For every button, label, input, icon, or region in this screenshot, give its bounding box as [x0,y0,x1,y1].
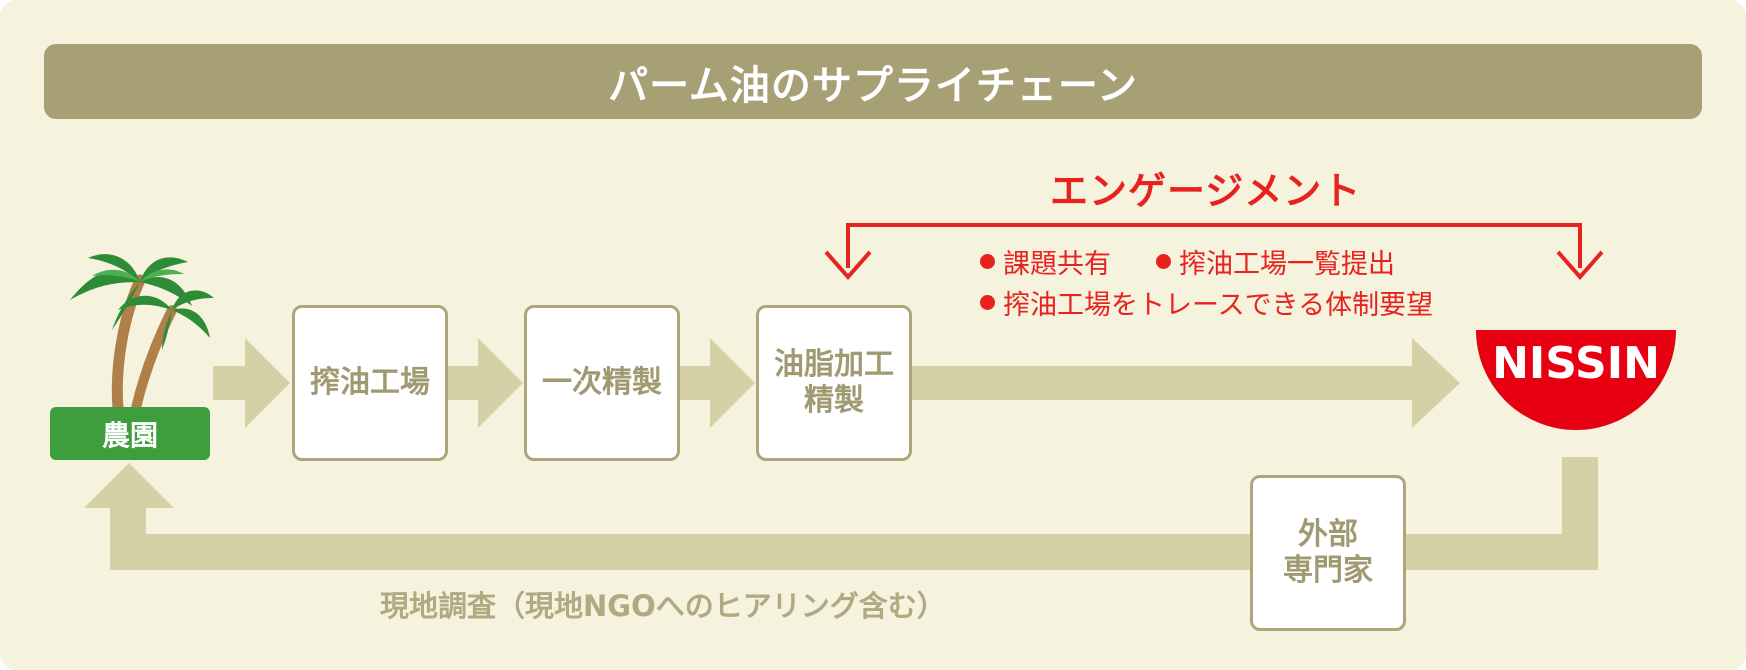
node-external-experts: 外部 専門家 [1250,475,1406,631]
bullet-dot-icon [980,254,995,269]
engagement-item-label: 搾油工場一覧提出 [1179,249,1395,280]
engagement-item: 搾油工場一覧提出 [1156,242,1395,281]
flow-arrow-primary-to-processing [680,338,755,428]
node-processing-refining: 油脂加工 精製 [756,305,912,461]
engagement-arrowhead-left [824,250,872,281]
node-external-experts-label: 外部 専門家 [1283,517,1373,588]
node-primary-refining: 一次精製 [524,305,680,461]
return-flow-arrowhead-to-farm [84,463,174,570]
return-flow-label: 現地調査（現地NGOへのヒアリング含む） [380,589,946,623]
palm-tree-icon [70,254,214,414]
node-crushing-mill-label: 搾油工場 [310,365,430,400]
node-primary-refining-label: 一次精製 [542,365,662,400]
engagement-bracket [846,223,1582,268]
flow-arrow-farm-to-mill [213,338,290,428]
bullet-dot-icon [980,295,995,310]
engagement-arrowhead-right [1556,250,1604,281]
flow-arrow-mill-to-primary [448,338,523,428]
flow-arrow-processing-to-nissin [912,338,1460,428]
engagement-item: 課題共有 [980,242,1111,281]
node-processing-refining-label: 油脂加工 精製 [774,347,894,418]
node-crushing-mill: 搾油工場 [292,305,448,461]
farm-label: 農園 [50,407,210,460]
nissin-logo-text: NISSIN [1492,338,1660,389]
engagement-item-label: 搾油工場をトレースできる体制要望 [1003,290,1434,321]
engagement-title: エンゲージメント [1050,169,1362,213]
engagement-item: 搾油工場をトレースできる体制要望 [980,283,1433,322]
diagram-title: パーム油のサプライチェーン [44,44,1702,119]
nissin-logo-icon [1476,330,1676,430]
bullet-dot-icon [1156,254,1171,269]
engagement-item-label: 課題共有 [1003,249,1111,280]
